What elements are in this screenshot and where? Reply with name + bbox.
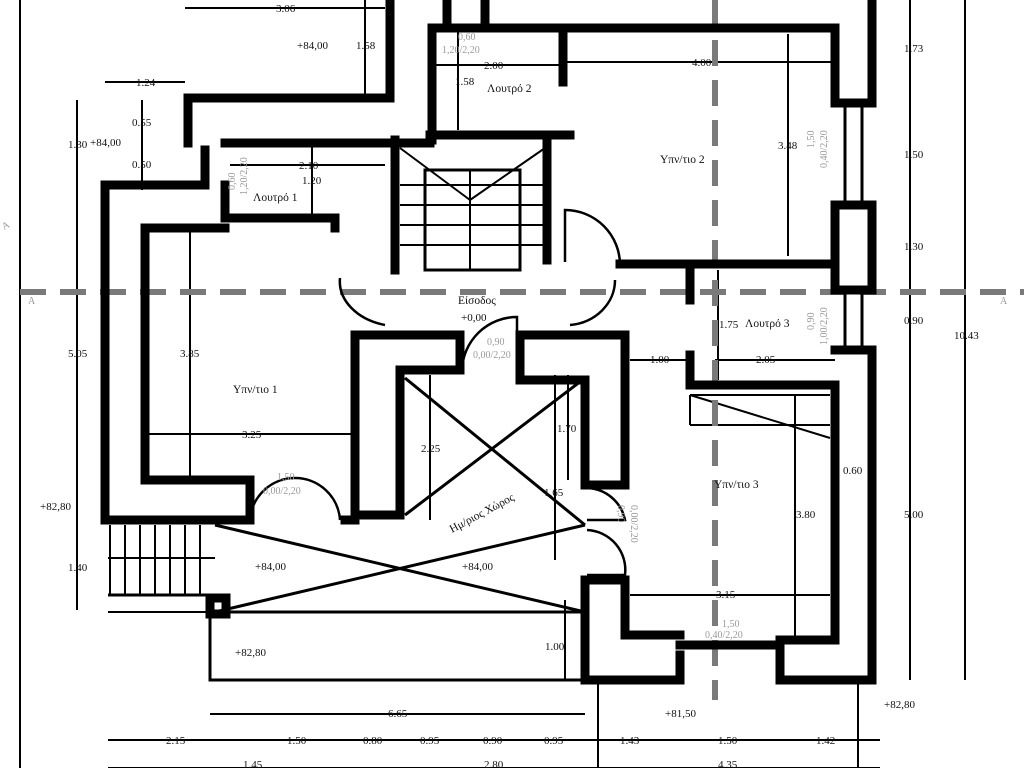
dim-label: 0.60	[843, 465, 863, 477]
dim-label: 1.24	[136, 77, 156, 89]
dim-label: 1.30	[904, 241, 924, 253]
dim-label: 0.95	[420, 735, 440, 747]
dim-label: 2.15	[166, 735, 186, 747]
dim-label: 2.25	[421, 443, 441, 455]
dim-label: 1.73	[904, 43, 924, 55]
opening-bed2-width: 1,50	[806, 131, 817, 149]
dim-label: 1.40	[68, 562, 88, 574]
dim-label: 1.58	[455, 76, 475, 88]
section-axis	[20, 0, 1024, 700]
dim-label: 2.05	[756, 354, 776, 366]
dim-label: 2.00	[484, 60, 504, 72]
opening-bed1-width: 1,50	[277, 472, 295, 483]
dim-label: 1.00	[545, 641, 565, 653]
dim-label: 1.42	[816, 735, 835, 747]
level-bottom-mid: +81,50	[665, 708, 696, 720]
level-terrace-left: +84,00	[255, 561, 286, 573]
terrace-void	[208, 376, 859, 768]
dim-label: 1.58	[356, 40, 376, 52]
dim-label: 0.90	[904, 315, 924, 327]
dim-label: 6.65	[388, 708, 408, 720]
opening-bed2-height: 0,40/2,20	[819, 130, 830, 168]
room-label-entrance: Είσοδος	[458, 295, 496, 307]
dim-label: 5.05	[68, 348, 88, 360]
dim-label: 1.70	[557, 423, 577, 435]
opening-side-width: 0,90	[615, 505, 626, 523]
room-label-bedroom2: Υπν/τιο 2	[660, 154, 705, 166]
doors	[248, 208, 627, 577]
dim-label: 1.50	[287, 735, 307, 747]
dim-label: 4.00	[692, 57, 712, 69]
level-top: +84,00	[297, 40, 328, 52]
opening-bath2-height: 1,20/2,20	[442, 45, 480, 56]
opening-bath1-width: 0,60	[227, 173, 238, 191]
room-label-bath2: Λουτρό 2	[487, 83, 532, 95]
dim-label: 0.90	[483, 735, 503, 747]
opening-bath3-height: 1,00/2,20	[819, 307, 830, 345]
room-label-bath1: Λουτρό 1	[253, 192, 298, 204]
dim-label: 3.25	[242, 429, 262, 441]
walls	[100, 0, 877, 685]
dim-label: 3.85	[180, 348, 200, 360]
room-label-bedroom1: Υπν/τιο 1	[233, 384, 278, 396]
dim-label: 0.55	[132, 117, 152, 129]
section-mark-left: A	[28, 296, 36, 307]
level-left-low: +82,80	[40, 501, 71, 513]
opening-entry-width: 0,90	[487, 337, 505, 348]
dim-label: 0.50	[132, 159, 152, 171]
opening-bed3-height: 0,40/2,20	[705, 630, 743, 641]
dim-label: 1.43	[620, 735, 640, 747]
dim-label: 0.80	[363, 735, 383, 747]
dim-label: 1.75	[719, 319, 739, 331]
opening-bath3-width: 0,90	[806, 313, 817, 331]
room-label-semi-open: Ημ/ριος Χώρος	[448, 491, 517, 535]
dim-label: 1.50	[904, 149, 924, 161]
section-mark-right: A	[1000, 296, 1008, 307]
level-bottom-left: +82,80	[235, 647, 266, 659]
staircase	[108, 147, 546, 613]
opening-entry-height: 0,00/2,20	[473, 350, 511, 361]
opening-bed1-height: 0,00/2,20	[263, 486, 301, 497]
level-left: +84,00	[90, 137, 121, 149]
dim-label: 5.00	[904, 509, 924, 521]
opening-bath1-height: 1,20/2,20	[239, 157, 250, 195]
opening-side-height: 0,00/2,20	[628, 505, 639, 543]
dim-label: 2.80	[484, 759, 504, 768]
opening-bed3-width: 1,50	[722, 619, 740, 630]
dim-label: 1.30	[68, 139, 88, 151]
dim-label: 3.48	[778, 140, 798, 152]
dim-label: 3.15	[716, 589, 736, 601]
dim-label: 4.35	[718, 759, 738, 768]
room-label-bath3: Λουτρό 3	[745, 318, 790, 330]
level-entrance: +0,00	[461, 312, 487, 324]
dim-label: 1.45	[243, 759, 263, 768]
dim-label: 1.20	[302, 175, 322, 187]
dim-label: 1.50	[718, 735, 738, 747]
dim-label: 3.06	[276, 3, 296, 15]
level-terrace-right: +84,00	[462, 561, 493, 573]
dim-label: 0.95	[544, 735, 564, 747]
level-bottom-right: +82,80	[884, 699, 915, 711]
section-mark-left-edge: A	[0, 219, 12, 233]
dim-label: 3.80	[796, 509, 816, 521]
room-label-bedroom3: Υπν/τιο 3	[714, 479, 759, 491]
dimension-lines	[19, 0, 966, 768]
opening-bath2-width: 0,60	[458, 32, 476, 43]
dim-label: 1.65	[544, 487, 564, 499]
dim-label: 10.43	[954, 330, 979, 342]
dim-label: 1.00	[650, 354, 670, 366]
dim-label: 2.10	[299, 160, 319, 172]
